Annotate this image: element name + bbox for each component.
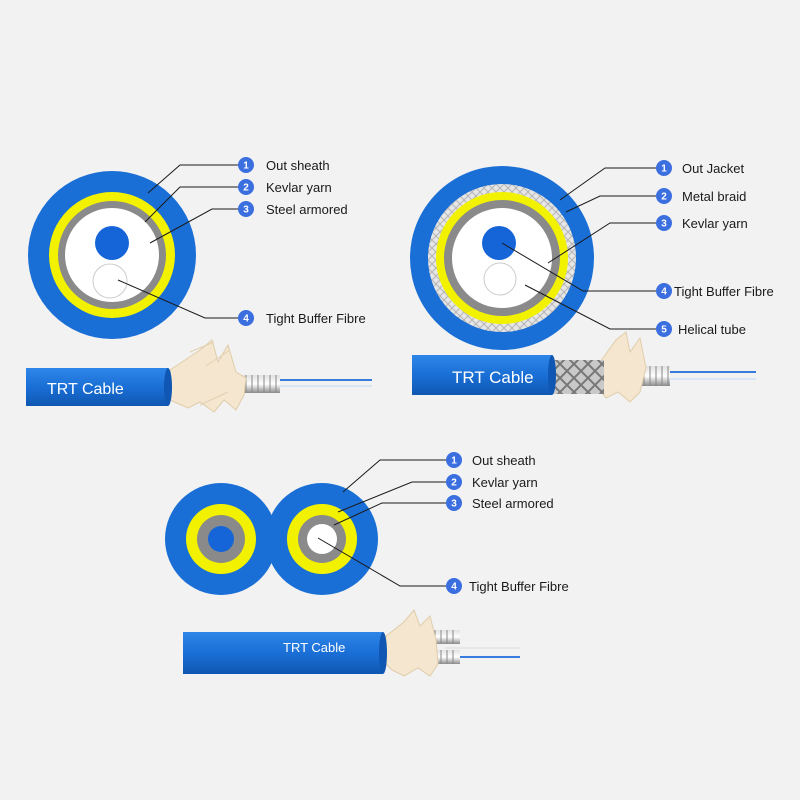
fiber-blue: [95, 226, 129, 260]
cable-side-view-3: TRT Cable: [183, 609, 520, 677]
callout-kevlar-yarn-2: 3 Kevlar yarn: [656, 215, 748, 231]
callout-tight-buffer-2: 4 Tight Buffer Fibre: [656, 283, 774, 299]
callout-helical-tube-2: 5 Helical tube: [656, 321, 746, 337]
callout-label: Metal braid: [682, 189, 746, 204]
svg-text:3: 3: [451, 499, 457, 510]
metal-braid-segment: [548, 360, 604, 394]
callout-label: Tight Buffer Fibre: [674, 284, 774, 299]
cable-jacket-1: [26, 368, 168, 406]
fiber-white: [92, 263, 128, 299]
kevlar-yarn-strands: [383, 609, 439, 677]
svg-text:3: 3: [661, 219, 667, 230]
cable-label: TRT Cable: [47, 381, 124, 398]
callout-steel-armored-3: 3 Steel armored: [446, 495, 554, 511]
callout-out-jacket-2: 1 Out Jacket: [656, 160, 745, 176]
cable-side-view-1: TRT Cable: [26, 339, 372, 413]
callout-out-sheath-3: 1 Out sheath: [446, 452, 536, 468]
svg-text:2: 2: [451, 478, 457, 489]
callout-label: Kevlar yarn: [266, 180, 332, 195]
svg-text:3: 3: [243, 205, 249, 216]
svg-text:1: 1: [661, 164, 667, 175]
callout-label: Tight Buffer Fibre: [266, 311, 366, 326]
cable-label: TRT Cable: [452, 368, 534, 387]
callout-out-sheath-1: 1 Out sheath: [238, 157, 330, 173]
left-fiber: [208, 526, 234, 552]
callout-tight-buffer-3: 4 Tight Buffer Fibre: [446, 578, 569, 594]
cable-side-view-2: TRT Cable: [412, 331, 756, 403]
svg-text:1: 1: [451, 456, 457, 467]
callout-metal-braid-2: 2 Metal braid: [656, 188, 746, 204]
kevlar-yarn-strands: [597, 331, 647, 403]
diagram-braided-armored: 1 Out Jacket 2 Metal braid 3 Kevlar yarn…: [410, 160, 774, 403]
svg-text:1: 1: [243, 161, 249, 172]
callout-kevlar-yarn-3: 2 Kevlar yarn: [446, 474, 538, 490]
fiber-blue: [482, 226, 516, 260]
callout-label: Tight Buffer Fibre: [469, 579, 569, 594]
kevlar-yarn-strands: [169, 339, 247, 413]
callout-label: Kevlar yarn: [682, 216, 748, 231]
callout-label: Out Jacket: [682, 161, 745, 176]
svg-text:2: 2: [243, 183, 249, 194]
callout-label: Kevlar yarn: [472, 475, 538, 490]
callout-label: Out sheath: [266, 158, 330, 173]
cable-jacket-3: [183, 632, 383, 674]
cross-section-3: [165, 483, 378, 595]
callout-label: Helical tube: [678, 322, 746, 337]
right-fiber: [307, 524, 337, 554]
svg-text:2: 2: [661, 192, 667, 203]
cable-label: TRT Cable: [283, 640, 345, 655]
callout-label: Out sheath: [472, 453, 536, 468]
svg-text:5: 5: [661, 325, 667, 336]
callout-kevlar-yarn-1: 2 Kevlar yarn: [238, 179, 332, 195]
callout-label: Steel armored: [472, 496, 554, 511]
cable-jacket-2: [412, 355, 552, 395]
svg-text:4: 4: [451, 582, 457, 593]
svg-text:4: 4: [661, 287, 667, 298]
diagram-figure-eight-armored: 1 Out sheath 2 Kevlar yarn 3 Steel armor…: [165, 452, 569, 677]
callout-steel-armored-1: 3 Steel armored: [238, 201, 348, 217]
cross-section-2: [410, 166, 594, 350]
svg-text:4: 4: [243, 314, 249, 325]
fiber-white: [483, 262, 517, 296]
callout-tight-buffer-1: 4 Tight Buffer Fibre: [238, 310, 366, 326]
diagram-single-armored: 1 Out sheath 2 Kevlar yarn 3 Steel armor…: [26, 157, 372, 413]
callout-label: Steel armored: [266, 202, 348, 217]
